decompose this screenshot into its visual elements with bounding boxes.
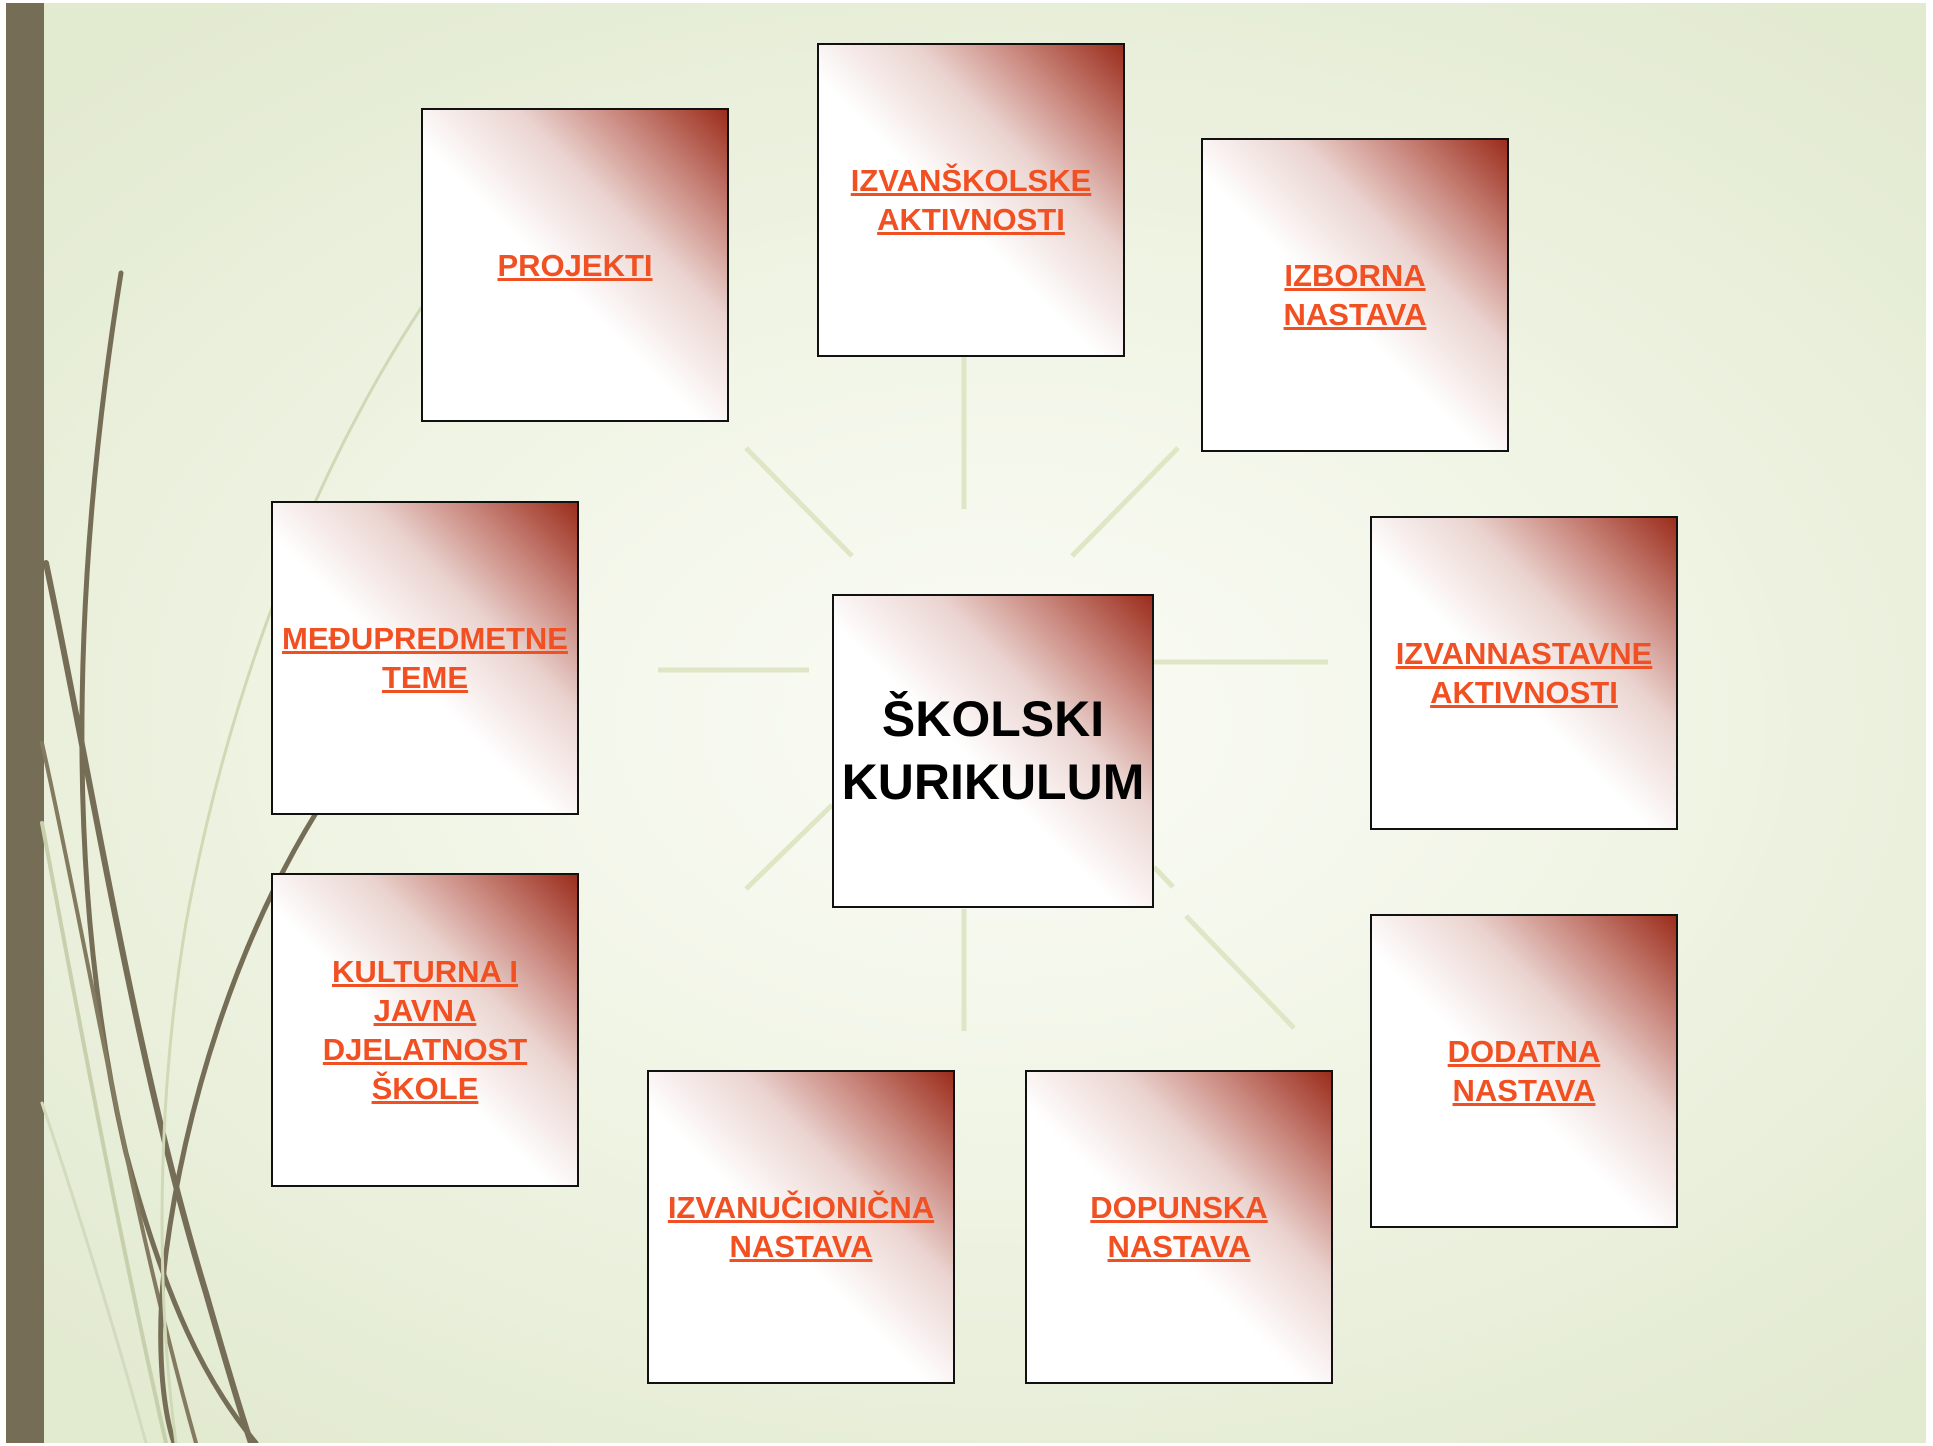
node-projekti: PROJEKTI xyxy=(421,108,729,422)
grass-curve xyxy=(158,810,319,1443)
grass-curve xyxy=(160,306,423,1443)
node-izborna-nastava: IZBORNA NASTAVA xyxy=(1201,138,1509,452)
grass-curve xyxy=(40,741,198,1443)
node-dodatna-nastava: DODATNA NASTAVA xyxy=(1370,914,1678,1228)
node-label[interactable]: DODATNA NASTAVA xyxy=(1447,1034,1601,1108)
connector-line xyxy=(1070,446,1180,558)
node-label[interactable]: IZVANNASTAVNE AKTIVNOSTI xyxy=(1395,636,1653,710)
connector-line xyxy=(1152,865,1175,889)
connector-lines xyxy=(658,355,1328,1031)
node-izvanskolske-aktivnosti: IZVANŠKOLSKE AKTIVNOSTI xyxy=(817,43,1125,357)
node-label[interactable]: IZVANUČIONIČNA NASTAVA xyxy=(667,1190,935,1264)
node-meduprednetne-teme: MEĐUPREDMETNE TEME xyxy=(271,501,579,815)
node-label[interactable]: IZBORNA NASTAVA xyxy=(1283,258,1427,332)
connector-line xyxy=(1184,914,1296,1030)
decorative-grass-curves xyxy=(40,270,423,1443)
slide: PROJEKTI IZVANŠKOLSKE AKTIVNOSTI IZBORNA… xyxy=(6,3,1926,1443)
left-accent-bar xyxy=(6,3,44,1443)
grass-curve xyxy=(79,270,259,1443)
grass-curve xyxy=(43,560,254,1443)
grass-curve xyxy=(40,1101,148,1443)
connector-line xyxy=(744,446,854,558)
node-dopunska-nastava: DOPUNSKA NASTAVA xyxy=(1025,1070,1333,1384)
node-izvanucionicna-nastava: IZVANUČIONIČNA NASTAVA xyxy=(647,1070,955,1384)
node-kulturna-i-javna-djelatnost: KULTURNA I JAVNA DJELATNOST ŠKOLE xyxy=(271,873,579,1187)
node-izvannastavne-aktivnosti: IZVANNASTAVNE AKTIVNOSTI xyxy=(1370,516,1678,830)
node-label[interactable]: DOPUNSKA NASTAVA xyxy=(1090,1190,1268,1264)
node-label[interactable]: MEĐUPREDMETNE TEME xyxy=(282,621,568,695)
center-node-skolski-kurikulum: ŠKOLSKI KURIKULUM xyxy=(832,594,1154,908)
grass-curve xyxy=(40,821,168,1443)
node-label[interactable]: IZVANŠKOLSKE AKTIVNOSTI xyxy=(850,163,1092,237)
node-label[interactable]: PROJEKTI xyxy=(497,247,653,283)
center-label: ŠKOLSKI KURIKULUM xyxy=(841,691,1145,810)
connector-line xyxy=(744,803,834,891)
node-label[interactable]: KULTURNA I JAVNA DJELATNOST ŠKOLE xyxy=(322,954,528,1106)
